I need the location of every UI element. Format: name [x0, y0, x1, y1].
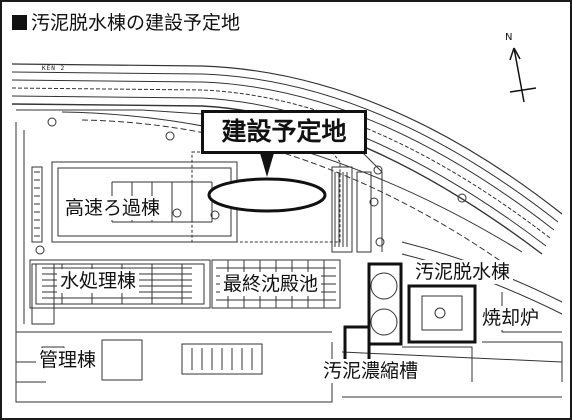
- label-sludge-dewatering: 汚泥脱水棟: [412, 260, 514, 284]
- map-title-text: 汚泥脱水棟の建設予定地: [31, 12, 241, 34]
- label-high-speed-filtration: 高速ろ過棟: [62, 196, 164, 220]
- label-incinerator: 焼却炉: [479, 306, 543, 330]
- callout-pointer: [260, 153, 274, 177]
- construction-site-marker: [207, 177, 327, 213]
- title-square-icon: [12, 15, 27, 30]
- label-final-sedimentation: 最終沈殿池: [220, 272, 322, 296]
- construction-site-callout: 建設予定地: [201, 110, 367, 154]
- road-tag: KEN 2: [42, 65, 66, 72]
- dewatering-building-box: [407, 284, 477, 344]
- label-water-treatment: 水処理棟: [57, 269, 140, 293]
- thickener-tank-box: [367, 262, 403, 346]
- north-arrow-icon: [509, 47, 537, 103]
- north-label: N: [505, 32, 513, 43]
- map-title: 汚泥脱水棟の建設予定地: [12, 10, 240, 36]
- label-sludge-thickener: 汚泥濃縮槽: [320, 359, 422, 383]
- label-administration: 管理棟: [36, 348, 100, 372]
